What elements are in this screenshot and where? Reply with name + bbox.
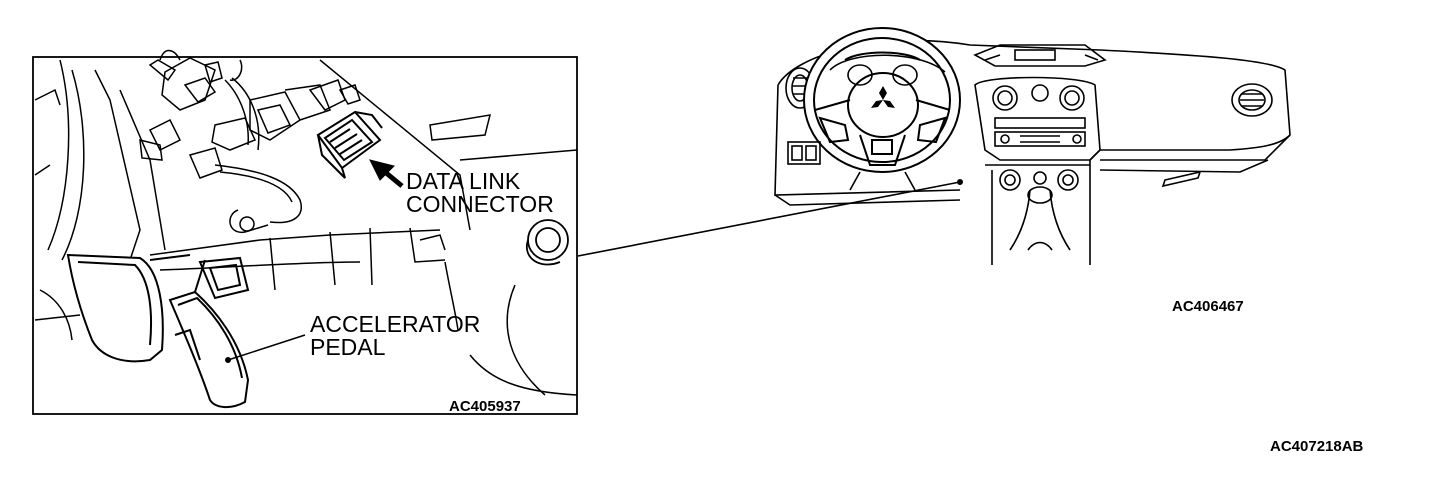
brake-pedal: [66, 253, 191, 363]
gauge-left: [847, 64, 873, 86]
connector-label-line1: DATA LINK: [406, 168, 521, 194]
pedal-label-line1: ACCELERATOR: [310, 311, 480, 337]
instrument-hood: [829, 54, 946, 73]
view-link-line: [577, 181, 961, 257]
wiring-harness: [148, 49, 361, 233]
detail-view: [32, 49, 578, 415]
detail-figure-code: AC405937: [449, 398, 521, 415]
detail-frame: [32, 56, 578, 415]
pedal-leader-line: [227, 334, 306, 361]
gauge-right: [892, 64, 918, 86]
data-link-connector: [316, 110, 383, 179]
floor-grommet: [525, 219, 569, 266]
steering-wheel: [803, 27, 961, 173]
dashboard-view: [774, 27, 1291, 265]
dashboard-figure-code: AC406467: [1172, 298, 1244, 315]
accelerator-pedal: [168, 256, 250, 408]
connector-label-line2: CONNECTOR: [406, 191, 554, 217]
glovebox-handle: [1161, 170, 1202, 188]
pedal-leader-dot: [225, 357, 231, 363]
three-diamond-emblem-icon: [871, 86, 895, 108]
pedal-label-line2: PEDAL: [310, 334, 386, 360]
floor-curve: [506, 284, 546, 396]
floor-tunnel: [149, 59, 578, 331]
dashboard-lower-edge: [774, 194, 961, 206]
view-link-dot: [957, 179, 963, 185]
page-figure-code: AC407218AB: [1270, 438, 1364, 455]
connector-arrow: [369, 159, 404, 188]
right-air-vent: [1231, 83, 1273, 117]
side-trim: [34, 59, 166, 341]
center-display: [973, 44, 1107, 67]
left-switch-panel: [787, 141, 821, 165]
floor-curve-2: [469, 354, 578, 396]
center-stack: [974, 76, 1101, 161]
dashboard-right-panel: [1099, 159, 1269, 173]
center-console: [985, 164, 1090, 251]
steering-column: [849, 171, 916, 191]
dashboard-right-lower: [1100, 134, 1291, 161]
